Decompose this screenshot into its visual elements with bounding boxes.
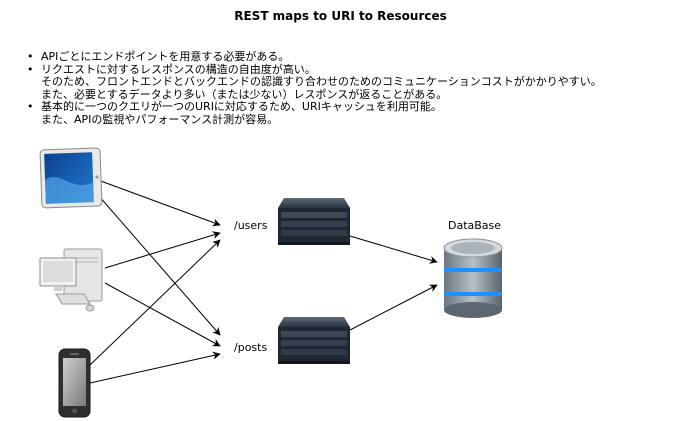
server-icon	[278, 317, 350, 364]
arrow-desktop-to-users	[104, 231, 221, 269]
bullet-item: リクエストに対するレスポンスの構造の自由度が高い。 そのため、フロントエンドとバ…	[27, 62, 602, 102]
bullet-list: APIごとにエンドポイントを用意する必要がある。 リクエストに対するレスポンスの…	[27, 50, 602, 126]
bullet-line: リクエストに対するレスポンスの構造の自由度が高い。	[41, 62, 316, 76]
desktop-computer-icon	[39, 248, 103, 312]
arrow-tablet-to-posts	[97, 194, 221, 336]
mobile-phone-icon	[58, 348, 91, 418]
bullet-item: 基本的に一つのクエリが一つのURIに対応するため、URIキャッシュを利用可能。 …	[27, 100, 602, 126]
diagram-title: REST maps to URI to Resources	[234, 9, 447, 23]
server-icon	[278, 198, 350, 245]
bullet-line: また、必要とするデータより多い（または少ない）レスポンスが返ることがある。	[41, 87, 448, 101]
arrow-server2-to-db	[349, 284, 438, 331]
bullet-item: APIごとにエンドポイントを用意する必要がある。	[27, 50, 602, 64]
arrow-server1-to-db	[349, 235, 438, 264]
arrow-tablet-to-users	[97, 179, 221, 227]
arrow-desktop-to-posts	[104, 282, 221, 347]
users-endpoint-label: /users	[234, 219, 268, 232]
database-icon	[443, 238, 503, 318]
arrow-phone-to-users	[89, 239, 221, 366]
bullet-line: また、APIの監視やパフォーマンス計測が容易。	[41, 112, 279, 126]
bullet-line: APIごとにエンドポイントを用意する必要がある。	[41, 50, 290, 63]
tablet-icon	[39, 147, 103, 209]
bullet-line: 基本的に一つのクエリが一つのURIに対応するため、URIキャッシュを利用可能。	[41, 100, 442, 113]
arrow-phone-to-posts	[89, 351, 221, 384]
connection-arrows	[89, 179, 438, 384]
posts-endpoint-label: /posts	[234, 341, 268, 354]
database-label: DataBase	[448, 219, 502, 232]
bullet-line: そのため、フロントエンドとバックエンドの認識すり合わせのためのコミュニケーション…	[41, 75, 602, 88]
